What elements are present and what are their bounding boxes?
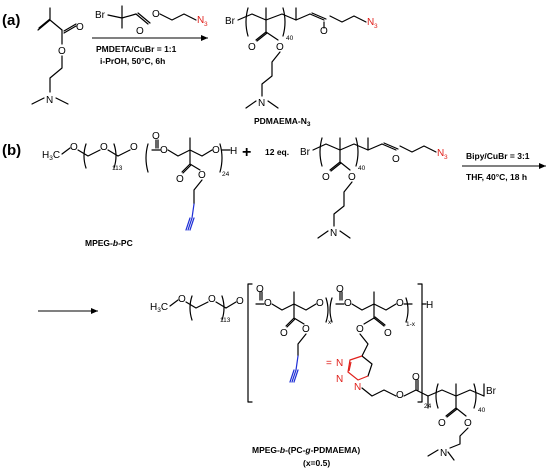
prod-a-co: O: [248, 42, 256, 53]
pc-side-o: O: [198, 170, 206, 181]
pc-24: 24: [222, 171, 230, 178]
h3c-1: H3C: [42, 150, 60, 162]
prod-a-n3: N: [367, 17, 374, 28]
tri-eq: =: [326, 358, 332, 369]
f-pc1-ob: O: [316, 298, 324, 309]
f-113: 113: [220, 317, 231, 324]
f-pc1-so: O: [302, 324, 310, 335]
panel-label-b: (b): [2, 142, 21, 159]
pc-side-co: O: [176, 174, 184, 185]
pc-o-b: O: [212, 145, 220, 156]
f-graft-br: Br: [486, 386, 497, 397]
f-graft-so: O: [464, 418, 472, 429]
b-40: 40: [358, 165, 366, 172]
b-n3: N: [437, 148, 444, 159]
b-o2: O: [392, 154, 400, 165]
x-note: (x=0.5): [303, 458, 330, 468]
prod-a-o2: O: [320, 26, 328, 37]
b-co: O: [322, 172, 330, 183]
f-pc2-sco: O: [384, 328, 392, 339]
initiator-a: Br O O N 3: [95, 5, 208, 37]
f-o3: O: [236, 296, 244, 307]
tri-n3: N: [354, 382, 361, 393]
cond-a-2: i-PrOH, 50°C, 6h: [100, 56, 165, 66]
f-x: x: [328, 319, 332, 326]
f-end-h: H: [426, 300, 433, 311]
mpeg-113: 113: [112, 165, 123, 172]
azide-sub-a: 3: [204, 21, 208, 28]
f-pc1-o: O: [264, 298, 272, 309]
tri-n2: N: [336, 374, 343, 385]
prod-a-eo: O: [276, 42, 284, 53]
f-pc1-co: O: [256, 284, 264, 295]
f-graft-n: N: [440, 448, 447, 459]
panel-label-a: (a): [2, 12, 20, 29]
b-n: N: [330, 228, 337, 239]
f-graft-co: O: [412, 372, 420, 383]
amine-n: N: [46, 95, 53, 106]
mpeg-b-pc-label: MPEG-b-PC: [85, 238, 133, 248]
f-pc2-o: O: [344, 298, 352, 309]
azide-n-a: N: [197, 15, 204, 26]
f-pc2-co: O: [336, 284, 344, 295]
f-pc1-sco: O: [280, 328, 288, 339]
initiator-ester-o: O: [152, 9, 160, 20]
pdmaema-n3: Br 40 O O N O N 3: [225, 7, 378, 109]
f-o2: O: [208, 294, 216, 305]
dmaema-monomer: O O N: [31, 7, 84, 106]
mpeg-o3: O: [130, 142, 138, 153]
f-pc2-ob: O: [396, 298, 404, 309]
prod-a-br: Br: [225, 16, 236, 27]
plus-sign: +: [242, 144, 251, 161]
cond-b-1: Bipy/CuBr = 3:1: [466, 151, 530, 161]
f-graft-40: 40: [478, 407, 486, 414]
b-br: Br: [300, 147, 311, 158]
h3c-2: H3C: [150, 302, 168, 314]
pc-h: H: [230, 146, 237, 157]
ester-o: O: [58, 46, 66, 57]
prod-a-40: 40: [286, 35, 294, 42]
mpeg-o1: O: [70, 142, 78, 153]
final-product: H3C O O 113 O 24 O O O O O x O O: [150, 283, 497, 461]
f-o1: O: [178, 294, 186, 305]
f-pc2-so: O: [356, 324, 364, 335]
prod-a-n: N: [258, 98, 265, 109]
initiator-o: O: [136, 26, 144, 37]
pdmaema-n3-label: PDMAEMA-N3: [254, 116, 311, 128]
pc-o-a: O: [160, 145, 168, 156]
mpeg-b-pc: H3C O O 113 O O O O O O 24 H: [42, 131, 237, 231]
prod-a-n3-sub: 3: [374, 23, 378, 30]
equiv-label: 12 eq.: [265, 147, 289, 157]
mpeg-o2: O: [100, 142, 108, 153]
carbonyl-o: O: [76, 22, 84, 33]
tri-n1: N: [336, 358, 343, 369]
f-graft-o: O: [396, 390, 404, 401]
cond-b-2: THF, 40°C, 18 h: [466, 172, 527, 182]
pc-carbonyl-o: O: [152, 131, 160, 142]
initiator-br: Br: [95, 10, 106, 21]
b-eo: O: [348, 172, 356, 183]
pdmaema-n3-b: Br 40 O O N O N 3: [300, 137, 448, 239]
cond-a-1: PMDETA/CuBr = 1:1: [96, 44, 177, 54]
f-1mx: 1-x: [406, 321, 416, 328]
final-product-label: MPEG-b-(PC-g-PDMAEMA): [252, 445, 360, 455]
b-n3-sub: 3: [444, 154, 448, 161]
f-graft-sco: O: [438, 418, 446, 429]
